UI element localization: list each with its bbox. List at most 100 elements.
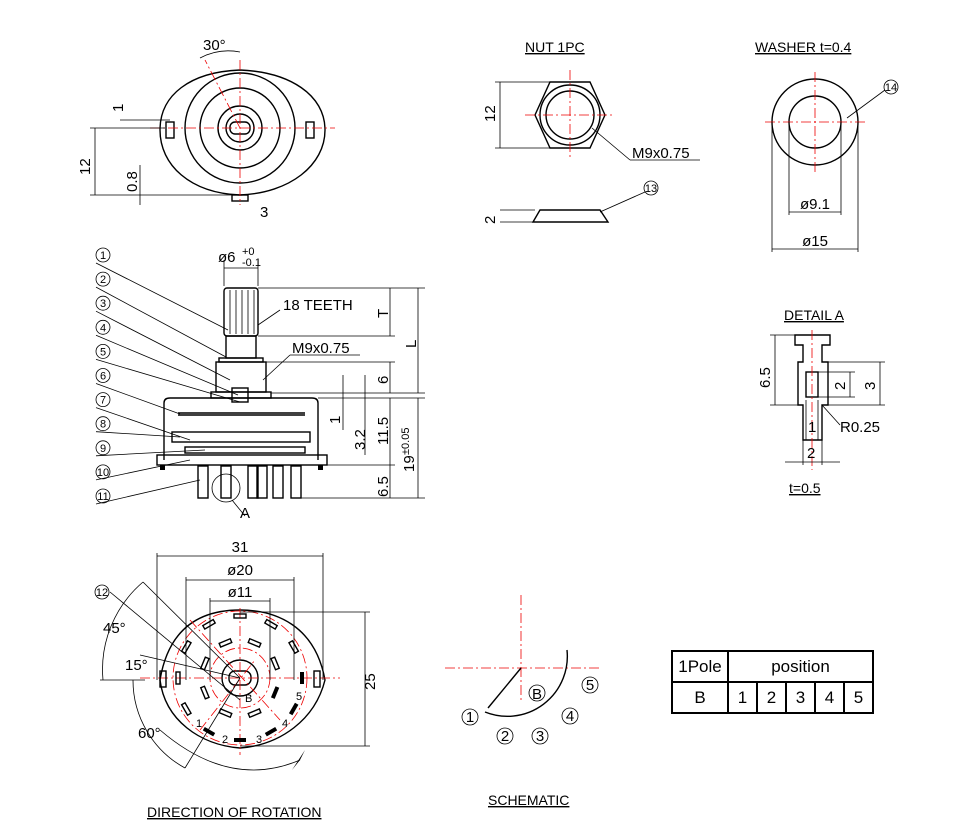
slot — [180, 639, 192, 655]
top-angle-label: 30° — [203, 37, 226, 54]
dim-19-tol: ±0.05 — [400, 428, 412, 455]
side-thread-label: M9x0.75 — [292, 340, 350, 357]
terminal-label-4: 4 — [282, 718, 288, 730]
schematic-position-label: 1 — [466, 709, 474, 726]
terminal-label-2: 2 — [222, 734, 228, 746]
terminal-label-1: 1 — [196, 718, 202, 730]
top-dim-12: 12 — [77, 158, 94, 175]
schematic-position-label: 2 — [501, 728, 509, 745]
row-label: B — [671, 681, 729, 714]
washer-outer-dia: ø15 — [802, 233, 828, 250]
position-circle — [461, 708, 479, 726]
top-dim-0-8: 0.8 — [124, 171, 141, 192]
dim-3-2: 3.2 — [352, 429, 369, 450]
part-number: 11 — [97, 491, 108, 503]
part-number: 10 — [97, 467, 109, 479]
part-14-callout — [883, 79, 899, 95]
top-view: 30° 1 12 0.8 3 — [77, 37, 335, 221]
washer-title: WASHER t=0.4 — [755, 39, 852, 55]
nut-dim-2: 2 — [482, 216, 499, 224]
schematic-position-label: 5 — [586, 677, 594, 694]
detail-a-ref: A — [240, 505, 250, 522]
part-callout-circle — [95, 440, 111, 456]
dim-T: T — [375, 309, 392, 318]
active-slot — [300, 672, 304, 684]
position-table: 1Pole position B 1 2 3 4 5 — [671, 650, 874, 714]
leader-line — [95, 479, 201, 505]
active-slot — [288, 702, 299, 716]
dim-L: L — [403, 340, 420, 348]
part-number: 6 — [100, 371, 106, 383]
washer-inner-dia: ø9.1 — [800, 196, 830, 213]
detail-dim-2b: 2 — [807, 445, 815, 462]
nut-title: NUT 1PC — [525, 39, 585, 55]
active-slot — [264, 726, 278, 737]
leader-line — [95, 262, 229, 331]
part-number: 1 — [100, 250, 106, 262]
dim-11-5: 11.5 — [375, 417, 392, 445]
leader-line — [95, 383, 181, 415]
slot — [218, 637, 233, 648]
slot — [180, 701, 192, 717]
inner-contact-slots — [199, 637, 281, 719]
part-12-callout — [94, 584, 110, 600]
terminal-label-5: 5 — [296, 691, 302, 703]
position-circle — [531, 727, 549, 745]
position-cell: 3 — [785, 681, 816, 714]
detail-dim-3: 3 — [862, 382, 879, 390]
part-callout-circle — [95, 392, 111, 408]
slot — [247, 637, 262, 648]
part-callout-circle — [95, 343, 111, 359]
side-view: A ø6 +0 -0.1 18 TEETH M9x0.75 T L 6 1 3.… — [95, 246, 425, 522]
nut-thread-label: M9x0.75 — [632, 145, 690, 162]
position-cell: 5 — [843, 681, 874, 714]
part-number: 4 — [100, 322, 106, 334]
shaft-tol-lower: -0.1 — [242, 257, 261, 269]
part-callout-circle — [95, 247, 111, 263]
dim-6-5: 6.5 — [375, 476, 392, 497]
part-number: 8 — [100, 419, 106, 431]
slot — [199, 656, 210, 671]
schematic-title: SCHEMATIC — [488, 792, 569, 808]
active-slot — [270, 686, 280, 699]
leader-line — [95, 310, 231, 381]
part-callout-circle — [95, 464, 111, 480]
slot — [199, 685, 210, 700]
detail-a-view: DETAIL A 6.5 2 3 R0.25 1 2 t=0.5 — [757, 307, 885, 496]
washer-part-no: 14 — [885, 82, 897, 94]
position-circle — [496, 727, 514, 745]
teeth-label: 18 TEETH — [283, 297, 353, 314]
detail-radius: R0.25 — [840, 419, 880, 436]
leader-line — [95, 449, 206, 457]
angle-45: 45° — [103, 620, 126, 637]
angle-60: 60° — [138, 725, 161, 742]
schematic-position-label: 3 — [536, 728, 544, 745]
leader-line — [95, 359, 241, 403]
part-number: 5 — [100, 346, 106, 358]
part-callout-circle — [95, 271, 111, 287]
part-13-callout — [643, 180, 659, 196]
position-circle — [581, 676, 599, 694]
active-slot — [202, 726, 216, 737]
slot — [247, 708, 262, 719]
active-slot — [234, 738, 246, 742]
part-number: 2 — [100, 274, 106, 286]
detail-dim-6-5: 6.5 — [757, 367, 774, 388]
slot — [175, 671, 181, 685]
slot — [288, 639, 300, 655]
common-terminal-label: B — [245, 693, 252, 705]
washer-view: WASHER t=0.4 14 ø9.1 ø15 — [755, 39, 899, 252]
part-callout-circle — [95, 319, 111, 335]
dim-31: 31 — [232, 539, 249, 556]
dim-11: ø11 — [228, 584, 253, 601]
dim-6: 6 — [375, 376, 392, 384]
slot — [270, 656, 281, 671]
shaft-dia: ø6 — [218, 249, 236, 266]
nut-part-no: 13 — [645, 183, 657, 195]
detail-a-title: DETAIL A — [784, 307, 845, 323]
detail-dim-1: 1 — [808, 419, 816, 436]
nut-dim-12: 12 — [482, 105, 499, 122]
